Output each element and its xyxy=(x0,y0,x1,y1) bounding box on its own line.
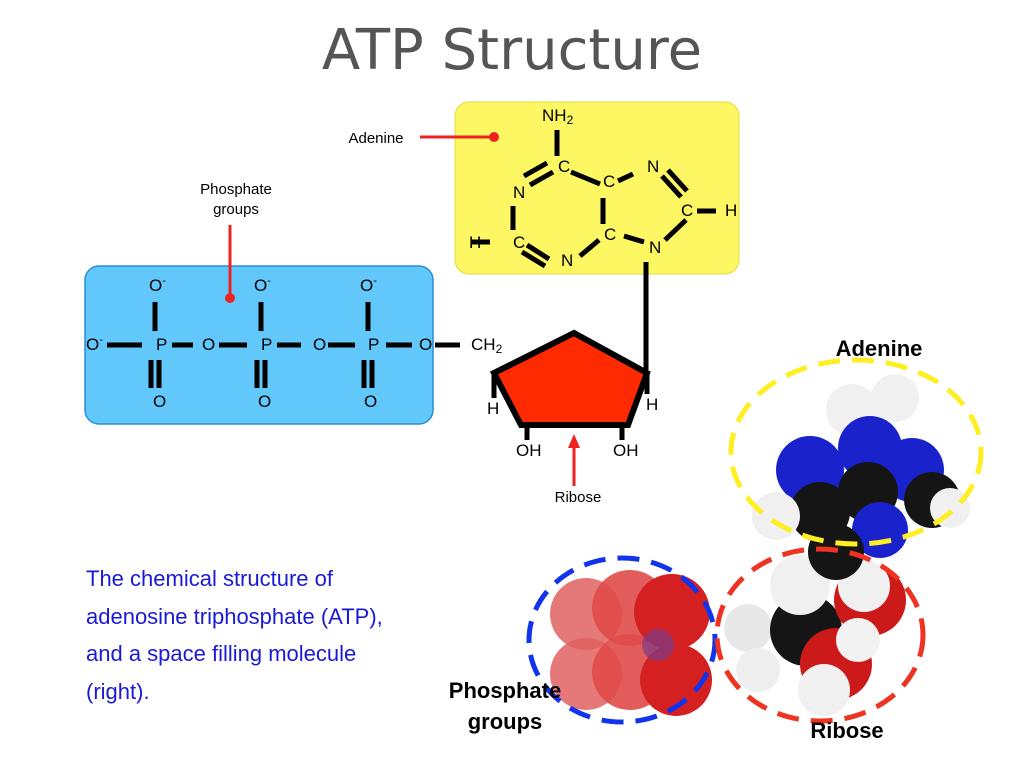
svg-text:C: C xyxy=(604,225,616,244)
model-ribose-label: Ribose xyxy=(810,718,883,743)
phosphate-box xyxy=(84,265,434,425)
svg-text:C: C xyxy=(681,201,693,220)
adenine-dashed-circle xyxy=(728,357,984,547)
adenine-bonds xyxy=(472,130,716,370)
svg-text:N: N xyxy=(647,157,659,176)
svg-text:O: O xyxy=(364,392,377,411)
svg-text:P: P xyxy=(156,335,167,354)
adenine-box xyxy=(454,101,740,275)
svg-text:N: N xyxy=(513,183,525,202)
phosphate-atoms: O- O- O- O- P P P O O O O O O xyxy=(86,275,432,411)
svg-text:C: C xyxy=(513,233,525,252)
ribose-ring xyxy=(489,329,651,428)
phosphate-bonds xyxy=(107,302,460,388)
phosphate-pointer xyxy=(225,225,235,303)
slide-title: ATP Structure xyxy=(321,18,703,83)
phosphate-label-line2: groups xyxy=(213,201,259,218)
model-phosphate-label-line1: Phosphate xyxy=(449,678,561,703)
svg-text:O-: O- xyxy=(149,275,166,295)
model-phosphate-label-line2: groups xyxy=(468,709,543,734)
svg-text:O-: O- xyxy=(254,275,271,295)
svg-text:H: H xyxy=(646,395,658,414)
svg-text:P: P xyxy=(261,335,272,354)
ribose-dashed-circle xyxy=(714,546,926,724)
space-filling-model xyxy=(550,374,970,716)
ribose-pointer xyxy=(568,434,580,486)
caption-line: adenosine triphosphate (ATP), xyxy=(86,603,383,629)
model-adenine-label: Adenine xyxy=(836,336,923,361)
svg-text:O-: O- xyxy=(360,275,377,295)
ribose-label: Ribose xyxy=(555,489,602,506)
caption-line: (right). xyxy=(86,678,150,704)
caption: The chemical structure of adenosine trip… xyxy=(86,560,466,710)
svg-text:C: C xyxy=(603,172,615,191)
caption-line: and a space filling molecule xyxy=(86,641,357,666)
svg-text:P: P xyxy=(368,335,379,354)
phosphate-label-line1: Phosphate xyxy=(200,181,272,198)
svg-text:N: N xyxy=(649,238,661,257)
adenine-label: Adenine xyxy=(348,130,403,147)
ribose-bonds xyxy=(491,373,650,440)
svg-text:O: O xyxy=(258,392,271,411)
svg-text:O: O xyxy=(419,335,432,354)
svg-text:H: H xyxy=(469,233,481,252)
svg-text:N: N xyxy=(561,251,573,270)
adenine-pointer xyxy=(420,132,499,142)
adenine-atoms: NH2 C N C N C H C N C H N xyxy=(469,106,737,270)
svg-text:O: O xyxy=(153,392,166,411)
svg-text:H: H xyxy=(487,399,499,418)
caption-line: The chemical structure of xyxy=(86,566,333,591)
svg-text:OH: OH xyxy=(516,441,542,460)
svg-text:C: C xyxy=(558,157,570,176)
ribose-atoms: CH2 H H OH OH xyxy=(471,335,658,460)
svg-text:O-: O- xyxy=(86,334,103,354)
svg-text:O: O xyxy=(202,335,215,354)
svg-text:H: H xyxy=(725,201,737,220)
svg-text:O: O xyxy=(313,335,326,354)
svg-text:OH: OH xyxy=(613,441,639,460)
svg-text:CH2: CH2 xyxy=(471,335,503,356)
svg-text:NH2: NH2 xyxy=(542,106,574,127)
